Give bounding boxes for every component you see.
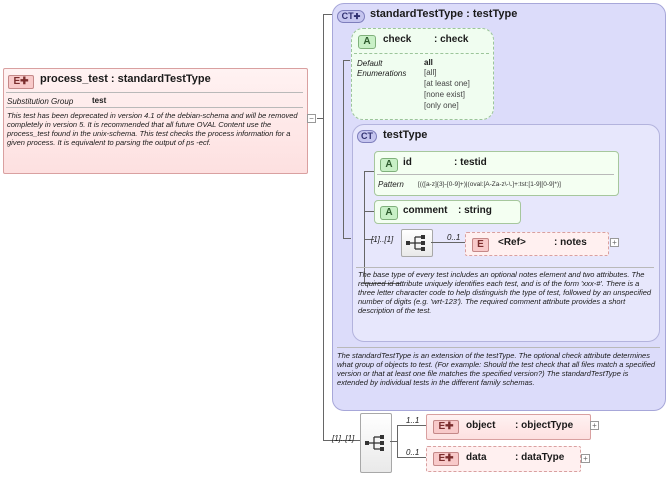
expand-plus-icon: ✚	[445, 421, 454, 432]
sequence-icon	[406, 235, 425, 251]
element-object[interactable]: E✚ object : objectType	[426, 414, 591, 440]
attribute-check-name: check	[383, 34, 412, 45]
pattern-value: [(([a-z]{3}-[0-9]+)|(oval:[A-Za-z\-\.]+:…	[418, 181, 561, 188]
attribute-badge: A	[358, 35, 376, 49]
substitution-group-value: test	[92, 96, 107, 105]
pattern-label: Pattern	[378, 180, 404, 189]
sequence-occurs: [1]..[1]	[332, 434, 355, 443]
attribute-check-type: : check	[434, 34, 469, 45]
attribute-comment-type: : string	[458, 205, 492, 216]
expand-plus-icon: ✚	[445, 453, 454, 464]
element-data-name: data	[466, 452, 487, 463]
element-badge: E✚	[433, 452, 459, 466]
ref-label: <Ref>	[498, 237, 526, 248]
enumeration-value: [none exist]	[424, 90, 465, 99]
root-element-title: process_test : standardTestType	[40, 73, 211, 85]
element-badge-label: E	[13, 76, 21, 87]
complex-type-title: testType	[383, 129, 428, 141]
complex-type-badge: CT✚	[337, 10, 365, 23]
element-object-type: : objectType	[515, 420, 574, 431]
collapse-toggle-icon[interactable]: −	[307, 114, 316, 123]
object-occurs: 1..1	[406, 416, 420, 425]
attribute-id[interactable]: A id : testid Pattern [(([a-z]{3}-[0-9]+…	[374, 151, 619, 196]
substitution-group-label: Substitution Group	[7, 97, 74, 106]
notes-occurs: 0..1	[447, 233, 461, 242]
standardtesttype-documentation: The standardTestType is an extension of …	[337, 351, 656, 387]
enumeration-value: [only one]	[424, 101, 459, 110]
attribute-comment[interactable]: A comment : string	[374, 200, 521, 224]
enumeration-value: [all]	[424, 68, 437, 77]
attribute-badge: A	[380, 158, 398, 172]
enumeration-value: [at least one]	[424, 79, 470, 88]
attribute-id-name: id	[403, 157, 412, 168]
element-ref-notes[interactable]: E <Ref> : notes	[465, 232, 609, 256]
element-data[interactable]: E✚ data : dataType	[426, 446, 581, 472]
root-element-process-test[interactable]: E✚ process_test : standardTestType Subst…	[3, 68, 308, 174]
complex-type-testtype[interactable]: CT testType A id : testid Pattern [(([a-…	[352, 124, 660, 342]
expand-object-icon[interactable]: +	[590, 421, 599, 430]
complex-type-badge: CT	[357, 130, 377, 143]
default-value: all	[424, 58, 433, 67]
data-occurs: 0..1	[406, 448, 420, 457]
element-badge: E✚	[433, 420, 459, 434]
attribute-id-type: : testid	[454, 157, 487, 168]
enumerations-label: Enumerations	[357, 69, 407, 78]
attribute-badge: A	[380, 206, 398, 220]
complex-type-standardtesttype[interactable]: CT✚ standardTestType : testType A check …	[332, 3, 666, 411]
element-badge: E✚	[8, 75, 34, 89]
sequence-compositor-icon[interactable]	[360, 413, 392, 473]
expand-plus-icon: ✚	[20, 76, 29, 87]
element-object-name: object	[466, 420, 496, 431]
element-badge: E	[472, 238, 489, 252]
sequence-compositor-icon[interactable]	[401, 229, 433, 257]
element-data-type: : dataType	[515, 452, 565, 463]
ref-type: : notes	[554, 237, 587, 248]
complex-type-title: standardTestType : testType	[370, 8, 518, 20]
testtype-documentation: The base type of every test includes an …	[358, 270, 652, 315]
sequence-icon	[365, 435, 384, 451]
root-documentation: This test has been deprecated in version…	[7, 111, 298, 147]
default-label: Default	[357, 59, 383, 68]
attribute-comment-name: comment	[403, 205, 448, 216]
sequence-occurs: [1]..[1]	[371, 235, 394, 244]
expand-notes-icon[interactable]: +	[610, 238, 619, 247]
expand-data-icon[interactable]: +	[581, 454, 590, 463]
attribute-check[interactable]: A check : check Default Enumerations all…	[351, 28, 494, 120]
